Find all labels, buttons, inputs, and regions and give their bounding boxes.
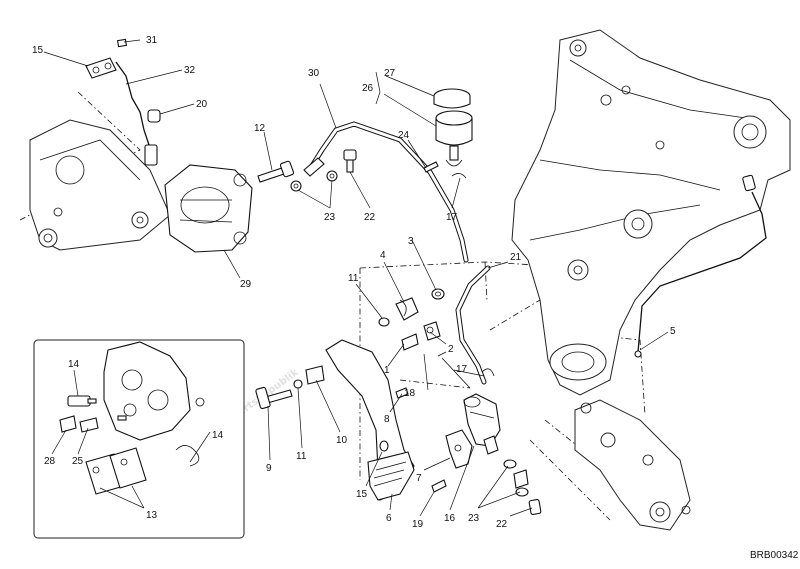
callout-12: 12 (254, 123, 266, 134)
callout-24: 24 (398, 130, 410, 141)
callout-27: 27 (384, 68, 396, 79)
callout-17: 17 (446, 212, 458, 223)
bolt-8 (395, 387, 409, 399)
rear-master-cylinder (445, 393, 501, 469)
rear-frame-subassembly (511, 29, 791, 531)
callout-14-right: 14 (212, 430, 224, 441)
hose-clip-17-top (451, 173, 467, 179)
diagram-code: BRB00342 (750, 550, 799, 561)
callout-30: 30 (308, 68, 320, 79)
pushrod-18 (437, 351, 471, 389)
callout-29: 29 (240, 279, 252, 290)
rear-caliper (164, 164, 253, 253)
callout-8: 8 (384, 414, 390, 425)
callout-23: 23 (324, 212, 336, 223)
callout-leaders (43, 39, 669, 517)
callout-26: 26 (362, 83, 374, 94)
callout-5: 5 (670, 326, 676, 337)
callout-10: 10 (336, 435, 348, 446)
callout-25: 25 (72, 456, 84, 467)
bolt-19 (431, 479, 447, 493)
callout-9: 9 (266, 463, 272, 474)
caliper-bracket (29, 119, 171, 251)
brake-lever-pivot-parts (378, 288, 445, 351)
brake-hose-30 (303, 121, 469, 263)
bolt-12 (257, 160, 295, 183)
callout-11-lower: 11 (296, 451, 307, 462)
callout-31: 31 (146, 35, 158, 46)
callout-15-lower: 15 (356, 489, 368, 500)
banjo-bolt-22-top (343, 149, 357, 173)
callout-15: 15 (32, 45, 44, 56)
sensor-cable (634, 174, 767, 358)
banjo-parts-bottom (503, 459, 542, 515)
brake-hose-21 (455, 265, 491, 385)
bolt-24 (423, 161, 439, 173)
callout-20: 20 (196, 99, 208, 110)
callout-19: 19 (412, 519, 424, 530)
callout-3: 3 (408, 236, 414, 247)
callout-32: 32 (184, 65, 196, 76)
pedal-pivot-bolt (255, 365, 325, 410)
callout-1: 1 (384, 365, 390, 376)
callout-23-lower: 23 (468, 513, 480, 524)
rubber-pad-15 (379, 440, 389, 452)
callout-22: 22 (364, 212, 376, 223)
callout-2: 2 (448, 344, 454, 355)
washers-23-top (290, 170, 338, 192)
callout-labels: 31 15 32 20 12 29 30 27 26 24 23 22 17 4… (32, 35, 676, 530)
callout-21: 21 (510, 252, 522, 263)
callout-28: 28 (44, 456, 56, 467)
callout-7: 7 (416, 473, 422, 484)
callout-16: 16 (444, 513, 456, 524)
speed-sensor (85, 38, 161, 166)
callout-6: 6 (386, 513, 392, 524)
callout-13: 13 (146, 510, 158, 521)
callout-22-lower: 22 (496, 519, 508, 530)
callout-17-lower: 17 (456, 364, 468, 375)
callout-18: 18 (404, 388, 416, 399)
brake-fluid-reservoir (433, 88, 473, 167)
inset-caliper-detail (33, 339, 245, 539)
brake-pedal (325, 339, 415, 501)
callout-11: 11 (348, 273, 359, 284)
hose-clip-17-lower (481, 368, 495, 377)
callout-14: 14 (68, 359, 80, 370)
callout-4: 4 (380, 250, 386, 261)
